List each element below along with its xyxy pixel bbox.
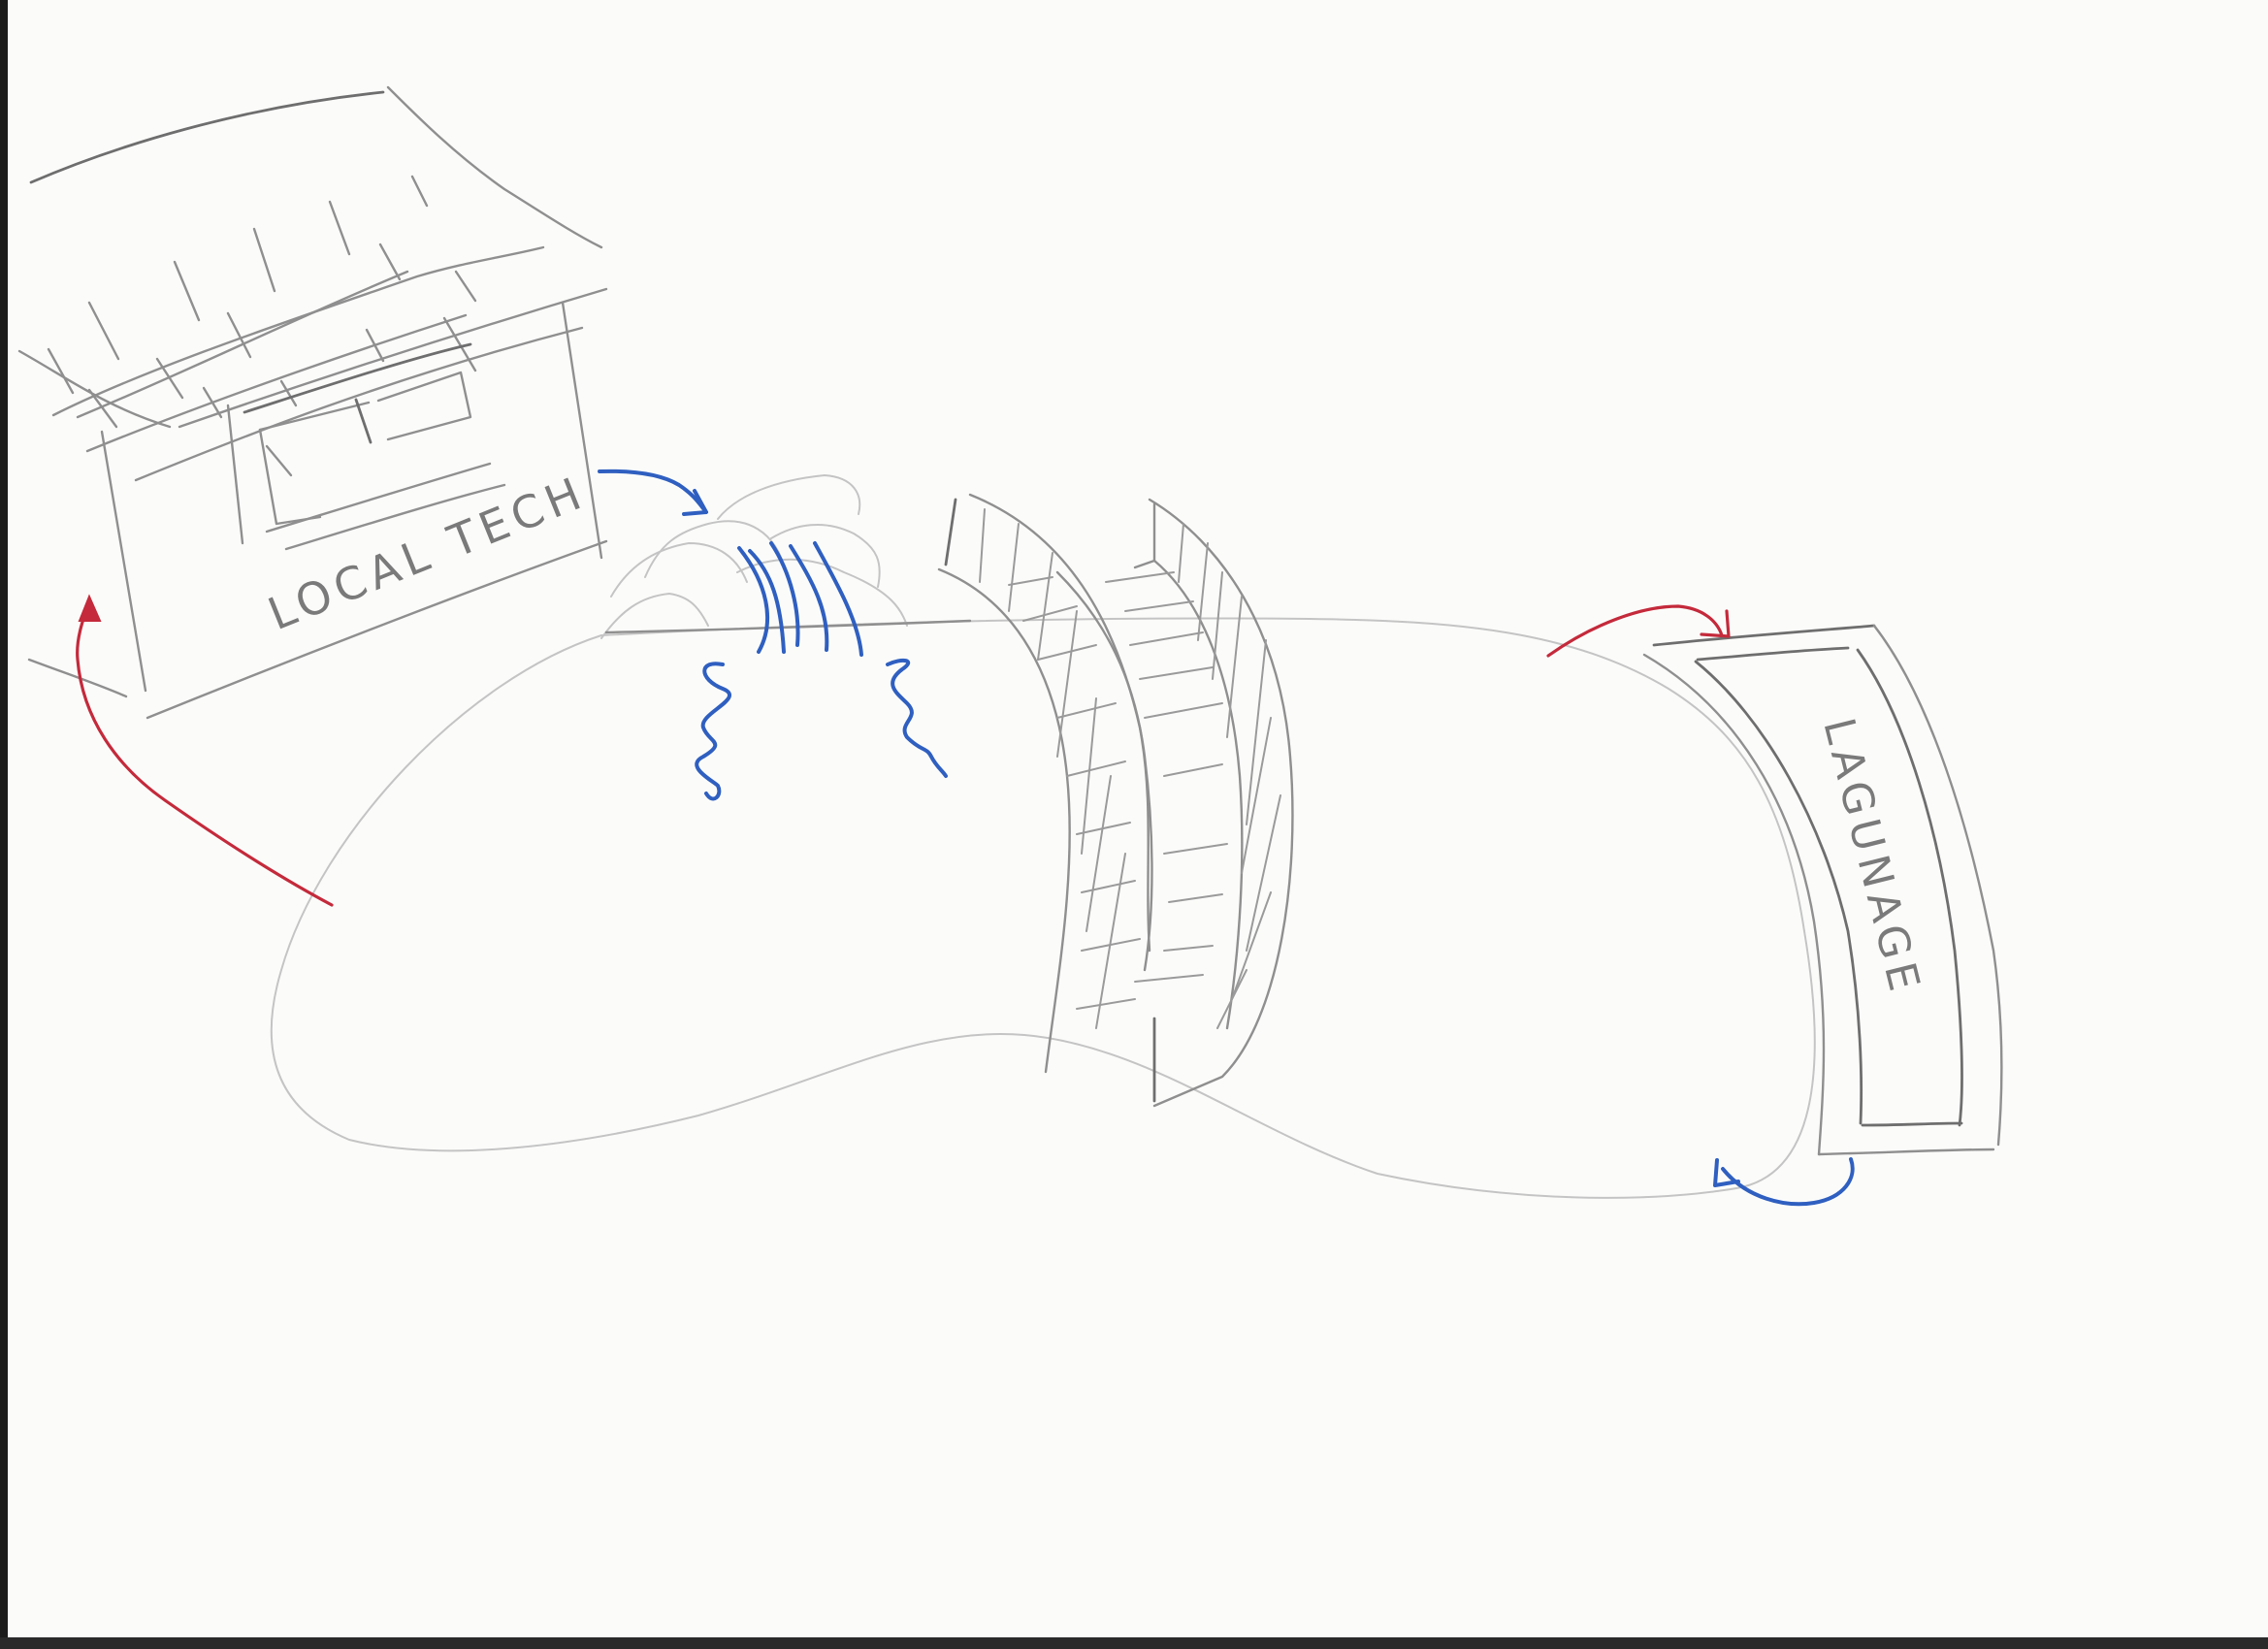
rocks-waterfall [598,469,972,801]
house-local-tech: LOCAL TECH [17,85,608,720]
red-arrow-to-house [76,594,334,907]
house-label: LOCAL TECH [261,466,594,640]
blue-arrow-to-path [1713,1157,1855,1207]
house-window [226,342,506,551]
banner-lagunage: LAGUNAGE [1642,624,2003,1156]
scan-edge-bottom [0,1637,2268,1649]
banner-label: LAGUNAGE [1813,713,1929,1001]
red-arrow-to-banner [1546,604,1731,658]
loop-path [270,617,1816,1199]
scan-edge-left [0,0,8,1649]
arched-bridge [937,493,1294,1108]
